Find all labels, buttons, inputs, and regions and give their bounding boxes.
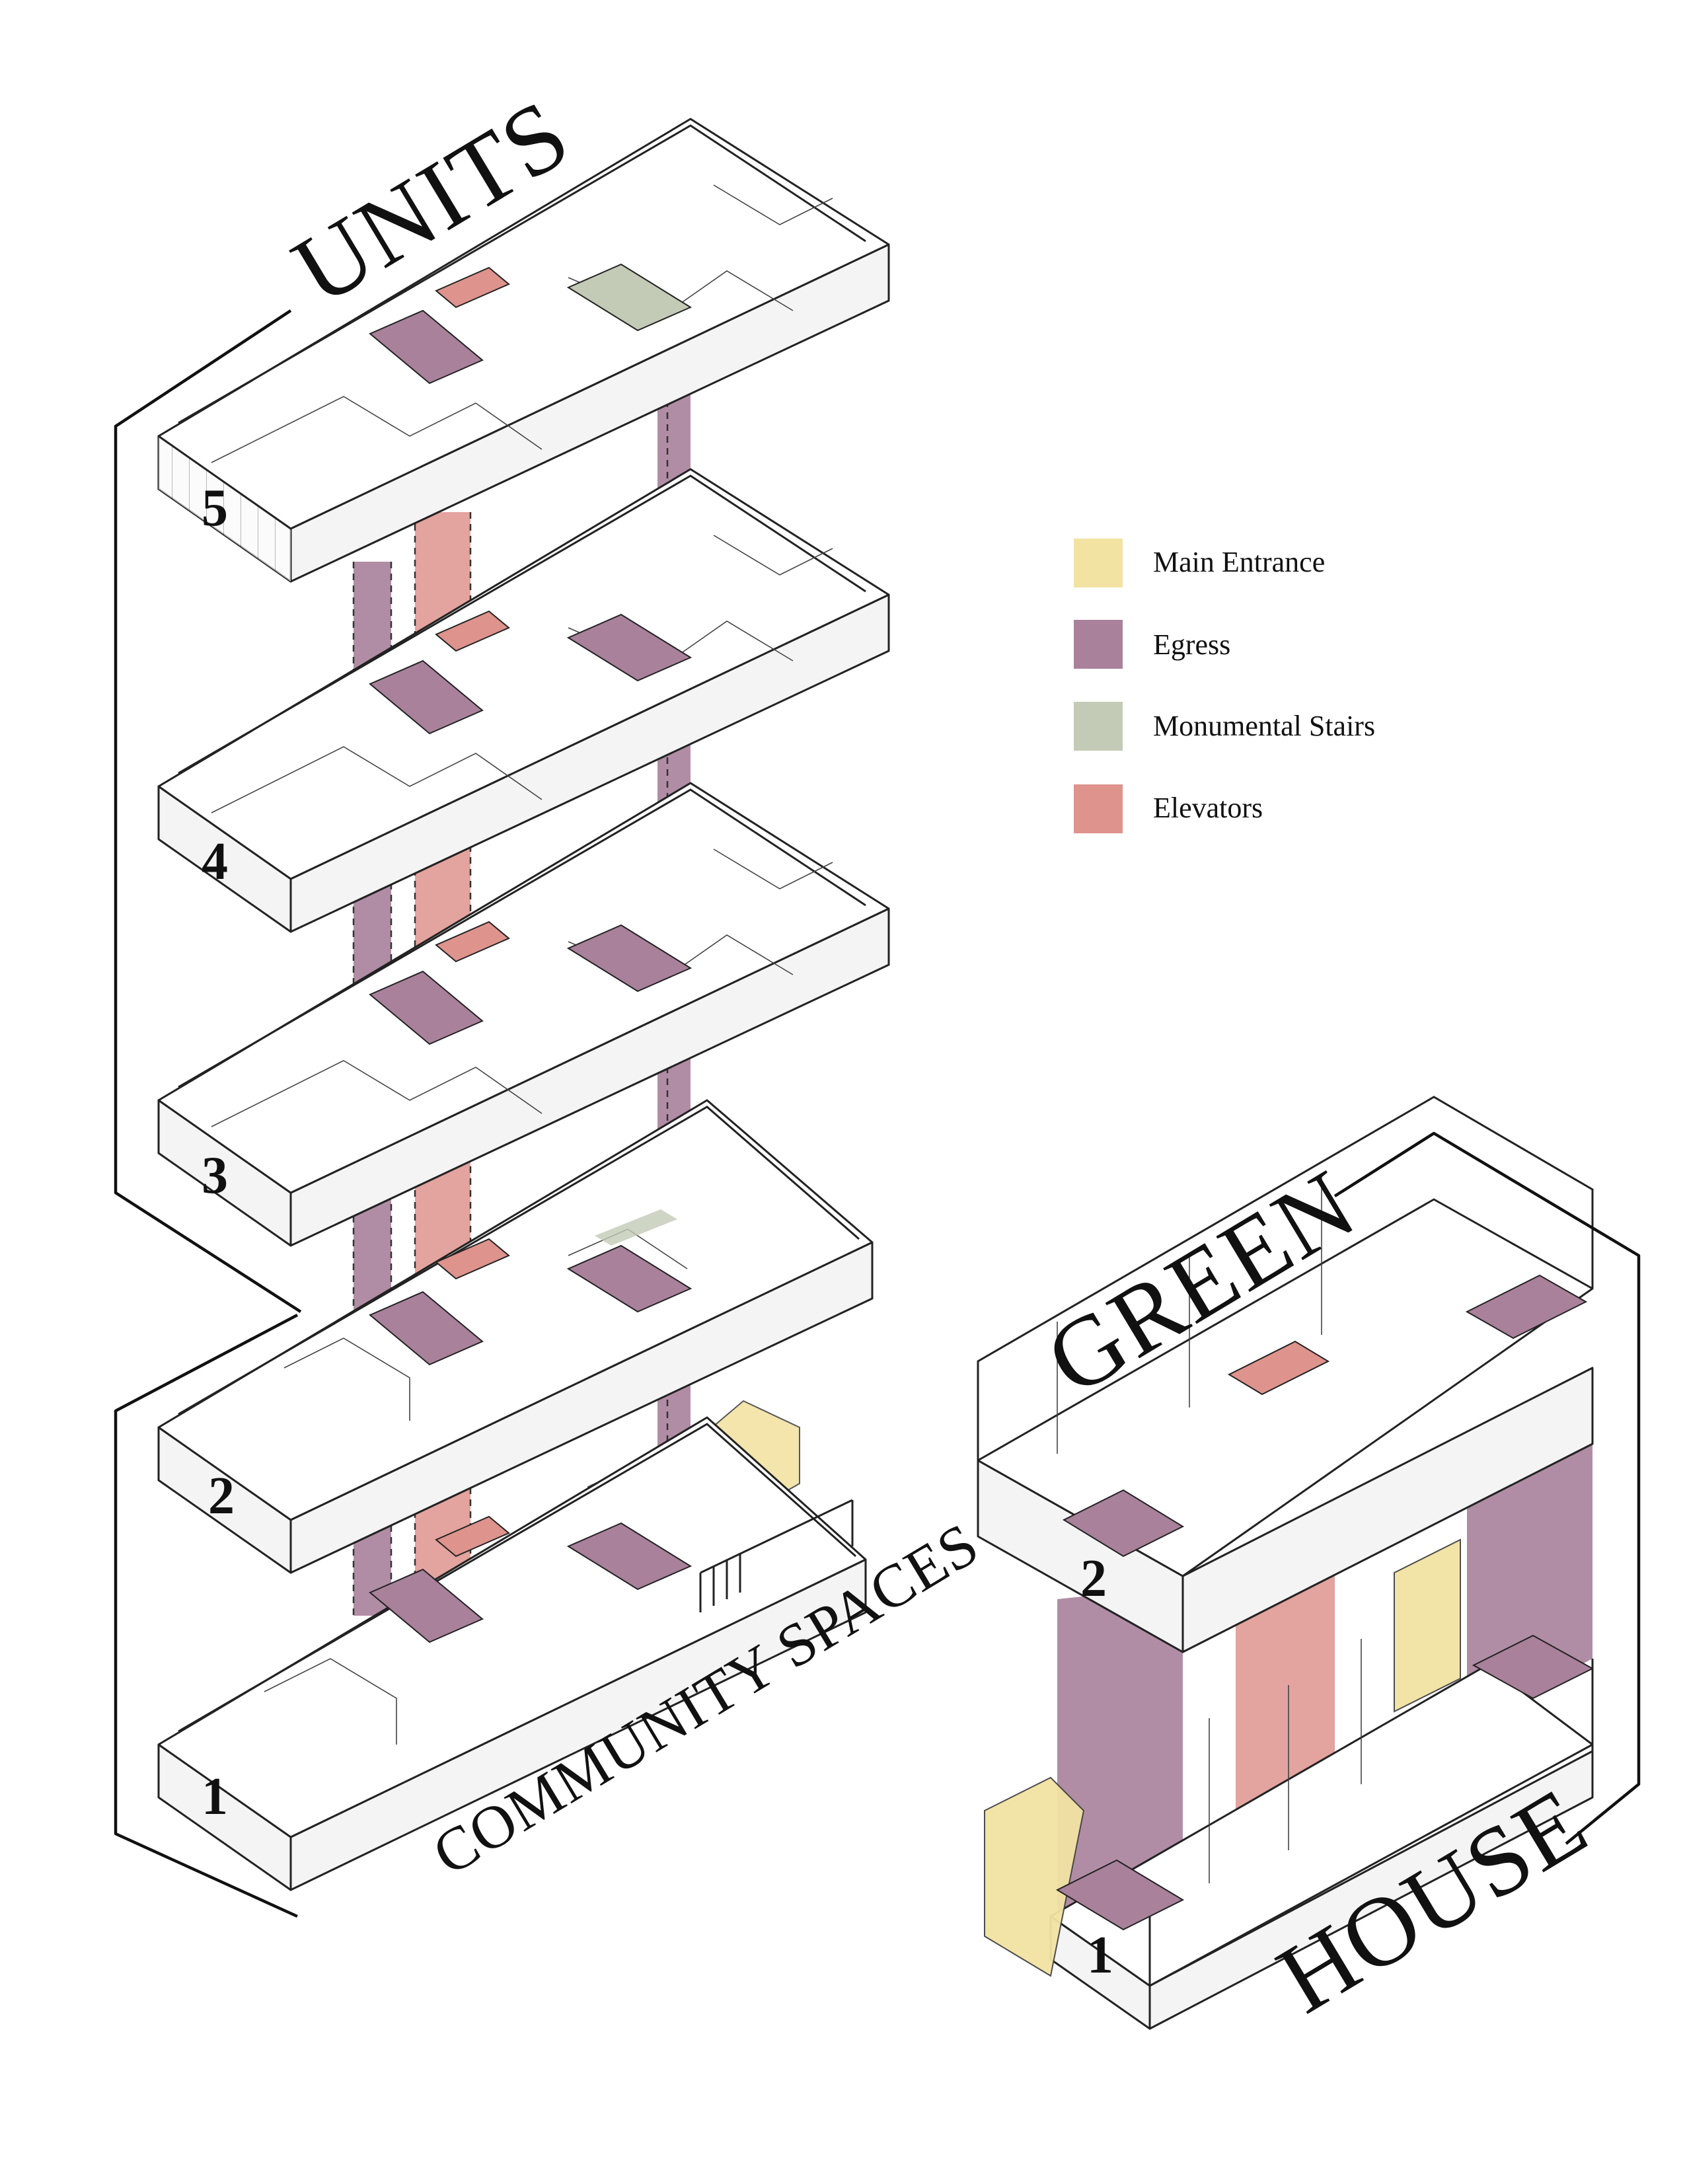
units-building: 5 4 3 2 1 UNITS COMMUNITY SPACES	[114, 78, 990, 1918]
legend-item-elevators: Elevators	[1074, 784, 1263, 833]
floor-1	[157, 1416, 867, 1891]
legend-label-elevators: Elevators	[1153, 792, 1263, 824]
entry-railing	[699, 1499, 854, 1612]
legend-item-main-entrance: Main Entrance	[1074, 539, 1325, 587]
legend-swatch-monumental-stairs	[1074, 702, 1123, 751]
greenhouse-bracket-top	[1333, 1131, 1641, 1845]
legend-label-main-entrance: Main Entrance	[1153, 546, 1325, 578]
greenhouse-floor-number-2: 2	[1080, 1550, 1107, 1608]
greenhouse-floor-1	[984, 1634, 1594, 2030]
floor-2	[157, 1099, 874, 1574]
legend-label-monumental-stairs: Monumental Stairs	[1153, 710, 1375, 742]
green-house-building: 2 1 GREEN HOUSE	[977, 1096, 1641, 2034]
egress-shaft-right-front	[1057, 1586, 1183, 1916]
floor-4	[157, 468, 890, 933]
legend-label-egress: Egress	[1153, 628, 1230, 661]
greenhouse-floor-number-1: 1	[1087, 1926, 1113, 1984]
main-entrance-right-back	[1394, 1538, 1461, 1713]
community-bracket	[114, 1314, 299, 1918]
legend: Main Entrance Egress Monumental Stairs E…	[1074, 539, 1375, 833]
floor-number-3: 3	[202, 1147, 228, 1205]
floor-3	[157, 782, 890, 1247]
floor-number-4: 4	[202, 833, 228, 891]
greenhouse-floor-2	[977, 1096, 1594, 1653]
floor-5	[157, 118, 890, 583]
floor-number-5: 5	[202, 479, 228, 537]
floor-number-1: 1	[202, 1768, 228, 1826]
legend-swatch-egress	[1074, 620, 1123, 669]
floor-number-2: 2	[208, 1467, 235, 1525]
units-bracket	[114, 309, 302, 1313]
legend-item-egress: Egress	[1074, 620, 1230, 669]
legend-item-monumental-stairs: Monumental Stairs	[1074, 702, 1375, 751]
legend-swatch-main-entrance	[1074, 539, 1123, 587]
legend-swatch-elevators	[1074, 784, 1123, 833]
